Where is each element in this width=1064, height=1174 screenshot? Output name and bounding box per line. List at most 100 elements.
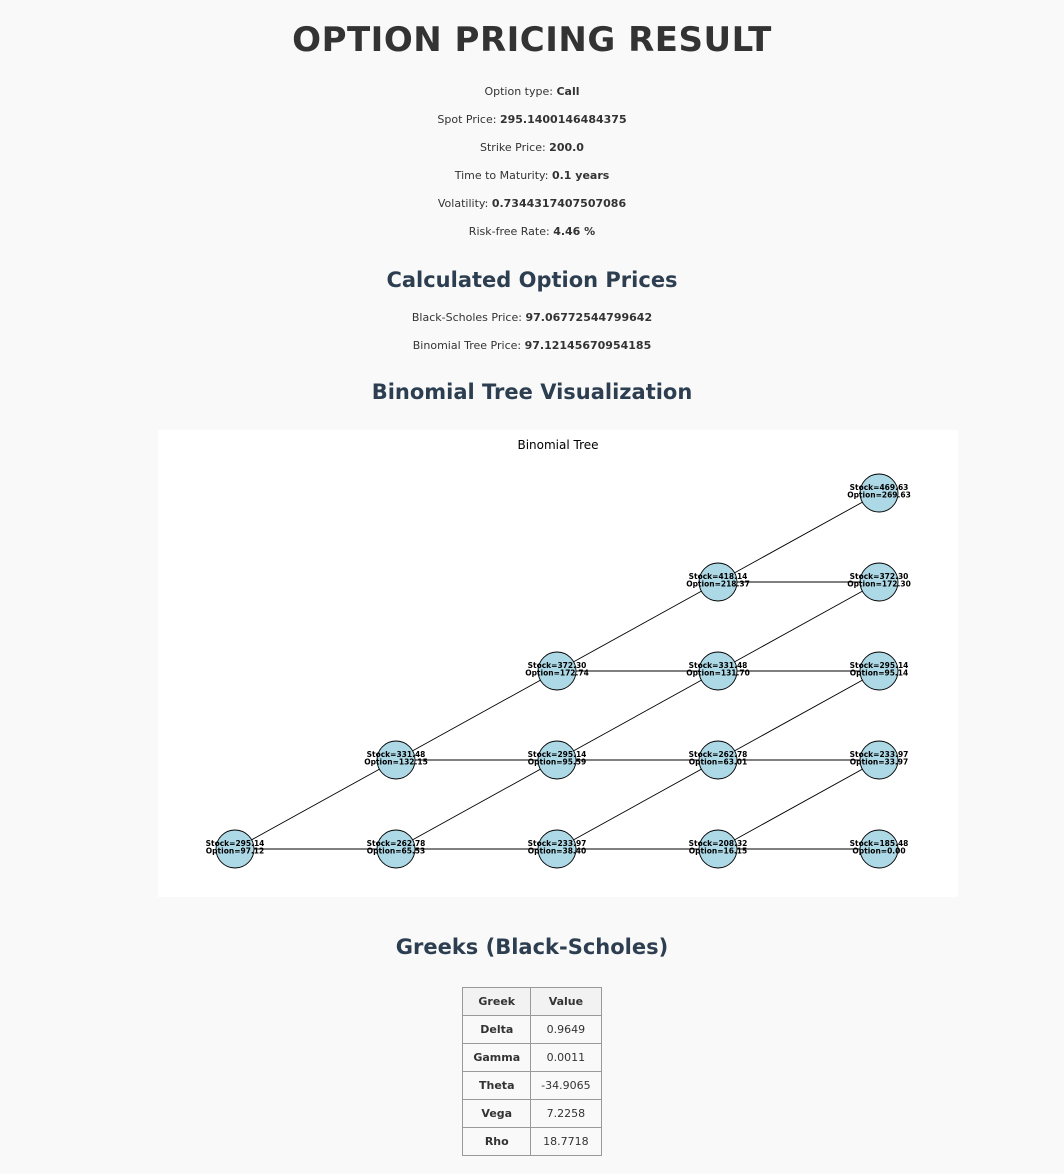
param-value: 0.1 years: [551, 169, 610, 182]
param-risk-free-rate: Risk-free Rate: 4.46 %: [0, 218, 1064, 246]
tree-node-option-label: Option=269.63: [847, 491, 911, 500]
binomial-tree-diagram: Binomial Tree Stock=295.14Option=97.12St…: [206, 438, 911, 869]
param-value: 295.1400146484375: [499, 113, 627, 126]
tree-edge: [717, 581, 880, 672]
param-strike-price: Strike Price: 200.0: [0, 134, 1064, 162]
param-time-to-maturity: Time to Maturity: 0.1 years: [0, 162, 1064, 190]
tree-node-stock-label: Stock=208.32: [689, 839, 748, 848]
param-spot-price: Spot Price: 295.1400146484375: [0, 106, 1064, 134]
tree-node-stock-label: Stock=469.63: [850, 483, 909, 492]
tree-node-stock-label: Stock=262.78: [689, 750, 748, 759]
tree-edges: [234, 492, 880, 850]
tree-node-stock-label: Stock=331.48: [689, 661, 748, 670]
tree-edge: [556, 670, 719, 761]
price-label: Binomial Tree Price:: [412, 339, 522, 352]
price-value: 97.12145670954185: [524, 339, 652, 352]
tree-node-option-label: Option=218.37: [686, 580, 750, 589]
tree-node-circle: [859, 651, 899, 691]
tree-node-option-label: Option=131.70: [686, 669, 750, 678]
page-title: OPTION PRICING RESULT: [292, 20, 772, 60]
greek-name: Gamma: [462, 1043, 532, 1072]
tree-node-circle: [859, 562, 899, 602]
tree-node-circle: [698, 562, 738, 602]
tree-node-option-label: Option=97.12: [206, 847, 264, 856]
table-row: Theta-34.9065: [462, 1071, 602, 1100]
tree-edge: [717, 759, 880, 850]
tree-node-option-label: Option=172.30: [847, 580, 911, 589]
greek-value: 0.0011: [530, 1043, 602, 1072]
greek-name: Vega: [462, 1099, 532, 1128]
price-value: 97.06772544799642: [525, 311, 653, 324]
param-label: Risk-free Rate:: [468, 225, 550, 238]
tree-node-circle: [859, 740, 899, 780]
price-label: Black-Scholes Price:: [411, 311, 522, 324]
tree-node-circle: [376, 829, 416, 869]
param-label: Volatility:: [437, 197, 489, 210]
param-label: Strike Price:: [480, 141, 546, 154]
tree-edge: [556, 759, 719, 850]
tree-node-stock-label: Stock=233.97: [528, 839, 587, 848]
tree-node-stock-label: Stock=295.14: [850, 661, 909, 670]
tree-node-option-label: Option=0.00: [852, 847, 905, 856]
tree-edge: [234, 759, 397, 850]
greek-value: -34.9065: [530, 1071, 602, 1100]
param-value: 200.0: [549, 141, 584, 154]
greek-value: 18.7718: [530, 1127, 602, 1156]
greek-name: Delta: [462, 1015, 532, 1044]
tree-node-option-label: Option=132.15: [364, 758, 428, 767]
param-value: Call: [556, 85, 580, 98]
tree-node-stock-label: Stock=185.48: [850, 839, 909, 848]
tree-node-circle: [859, 829, 899, 869]
greek-name: Theta: [462, 1071, 532, 1100]
tree-node-option-label: Option=95.14: [850, 669, 908, 678]
prices-list: Black-Scholes Price: 97.06772544799642 B…: [0, 304, 1064, 360]
tree-node-circle: [376, 740, 416, 780]
greek-name: Rho: [462, 1127, 532, 1156]
tree-node-circle: [859, 473, 899, 513]
binomial-tree-price: Binomial Tree Price: 97.12145670954185: [0, 332, 1064, 360]
param-value: 0.7344317407507086: [491, 197, 627, 210]
tree-node-circle: [698, 829, 738, 869]
tree-node-option-label: Option=65.53: [367, 847, 425, 856]
tree-edge: [395, 759, 558, 850]
tree-node-circle: [698, 651, 738, 691]
greeks-heading: Greeks (Black-Scholes): [395, 935, 669, 959]
column-header-value: Value: [530, 987, 602, 1016]
tree-node-circle: [215, 829, 255, 869]
param-option-type: Option type: Call: [0, 78, 1064, 106]
tree-title: Binomial Tree: [517, 438, 598, 452]
param-volatility: Volatility: 0.7344317407507086: [0, 190, 1064, 218]
tree-node-stock-label: Stock=295.14: [206, 839, 265, 848]
tree-node-stock-label: Stock=418.14: [689, 572, 748, 581]
black-scholes-price: Black-Scholes Price: 97.06772544799642: [0, 304, 1064, 332]
tree-node-option-label: Option=38.40: [528, 847, 586, 856]
tree-nodes: Stock=295.14Option=97.12Stock=262.78Opti…: [206, 473, 911, 869]
parameters-list: Option type: Call Spot Price: 295.140014…: [0, 78, 1064, 246]
tree-visualization-heading: Binomial Tree Visualization: [371, 380, 693, 404]
tree-edge: [717, 670, 880, 761]
tree-node-stock-label: Stock=331.48: [367, 750, 426, 759]
tree-node-option-label: Option=33.97: [850, 758, 908, 767]
tree-edge: [717, 492, 880, 583]
tree-node-circle: [537, 740, 577, 780]
tree-edge: [395, 670, 558, 761]
tree-node-option-label: Option=63.01: [689, 758, 747, 767]
